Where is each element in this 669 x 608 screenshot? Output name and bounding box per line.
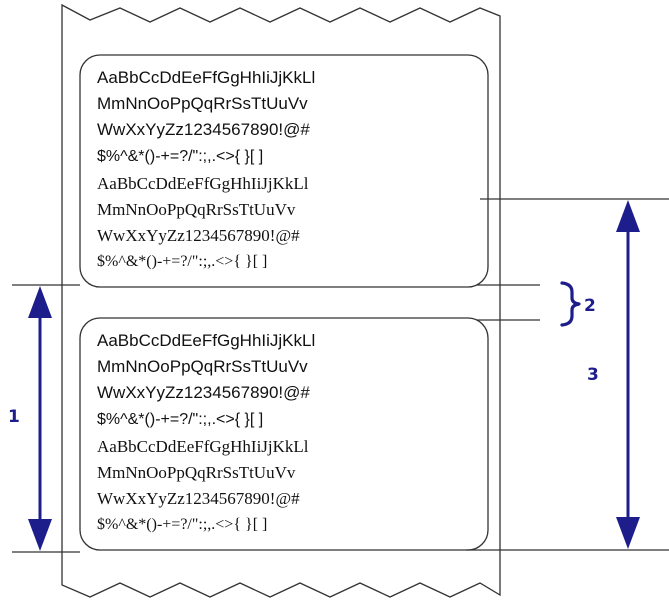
callout-2: 2 <box>584 296 596 316</box>
serif-line: MmNnOoPpQqRrSsTtUuVv <box>97 463 296 482</box>
callout-3: 3 <box>587 365 599 385</box>
label-1 <box>79 54 489 288</box>
sans-line: $%^&*()-+=?/":;,.<>{ }[ ] <box>97 411 263 428</box>
label-1-text: AaBbCcDdEeFfGgHhIiJjKkLl MmNnOoPpQqRrSsT… <box>97 68 315 270</box>
serif-line: WwXxYyZz1234567890!@# <box>97 226 300 245</box>
serif-line: $%^&*()-+=?/":;,.<>{ }[ ] <box>97 253 267 270</box>
serif-line: WwXxYyZz1234567890!@# <box>97 489 300 508</box>
sans-line: $%^&*()-+=?/":;,.<>{ }[ ] <box>97 148 263 165</box>
dimension-3-arrowhead-bottom <box>616 517 640 549</box>
sans-line: AaBbCcDdEeFfGgHhIiJjKkLl <box>97 68 315 87</box>
sans-line: MmNnOoPpQqRrSsTtUuVv <box>97 94 308 113</box>
serif-line: MmNnOoPpQqRrSsTtUuVv <box>97 200 296 219</box>
dimension-1-arrowhead-top <box>28 286 52 318</box>
sans-line: MmNnOoPpQqRrSsTtUuVv <box>97 357 308 376</box>
label-2 <box>79 317 489 551</box>
dimension-1-arrowhead-bottom <box>28 519 52 551</box>
dimension-arrow-1 <box>28 286 52 551</box>
sans-line: AaBbCcDdEeFfGgHhIiJjKkLl <box>97 331 315 350</box>
sans-line: WwXxYyZz1234567890!@# <box>97 120 310 139</box>
gap-brace <box>560 281 581 327</box>
callout-1: 1 <box>8 407 20 427</box>
sans-line: WwXxYyZz1234567890!@# <box>97 383 310 402</box>
dimension-arrow-3 <box>616 200 640 549</box>
label-2-text: AaBbCcDdEeFfGgHhIiJjKkLl MmNnOoPpQqRrSsT… <box>97 331 315 533</box>
serif-line: $%^&*()-+=?/":;,.<>{ }[ ] <box>97 516 267 533</box>
serif-line: AaBbCcDdEeFfGgHhIiJjKkLl <box>97 174 309 193</box>
dimension-3-arrowhead-top <box>616 200 640 232</box>
serif-line: AaBbCcDdEeFfGgHhIiJjKkLl <box>97 437 309 456</box>
extension-lines <box>12 198 669 553</box>
